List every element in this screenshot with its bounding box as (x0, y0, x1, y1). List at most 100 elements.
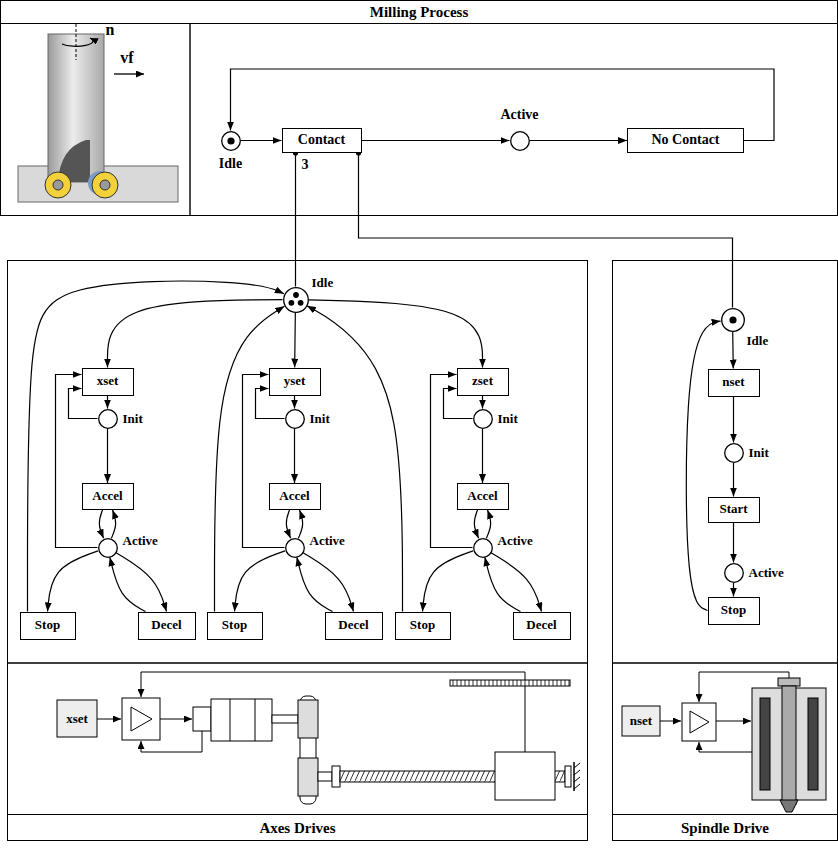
place-outline (473, 538, 493, 558)
arc-connector (297, 557, 333, 611)
place-label: Init (749, 445, 769, 461)
transition-label: Stop (721, 603, 746, 618)
arc-connector (48, 551, 99, 612)
drawing-part (613, 662, 837, 663)
place-circle-outline (724, 443, 743, 462)
place-circle-outline (721, 308, 744, 331)
drawing-part (565, 766, 571, 787)
place-label: Active (749, 565, 784, 581)
drawing-part (8, 662, 587, 663)
place-circle: Init (285, 409, 305, 429)
arc-connector (110, 557, 146, 611)
place-circle: Active (510, 131, 530, 151)
place-label: Idle (747, 333, 769, 349)
transition-label: xset (97, 374, 119, 389)
arc-connector (56, 375, 98, 548)
feed-symbol: vf (112, 48, 142, 68)
arc-connector (486, 510, 490, 538)
drawing-part (255, 699, 256, 741)
place-circle-outline (98, 538, 117, 557)
place-circle: Active (724, 563, 744, 583)
transition-label: nset (722, 375, 744, 390)
drawing-part (57, 700, 97, 737)
drawing-part (808, 698, 818, 790)
place-circle-outline (283, 287, 308, 312)
arc-connector (235, 551, 286, 612)
place-outline (510, 131, 530, 151)
transition-box: zset (457, 368, 509, 396)
drawing-part (332, 766, 340, 787)
drawing-part (114, 73, 144, 74)
panel-title: Axes Drives (8, 814, 587, 840)
drawing-part (574, 763, 580, 789)
transition-box: Stop (20, 612, 76, 640)
arc-connector (108, 300, 283, 368)
drawing-part (76, 24, 77, 60)
arc-connector (215, 306, 285, 611)
transition-label: Accel (467, 489, 497, 504)
drawing-part (97, 719, 121, 720)
drawing-part (525, 686, 526, 752)
spindle-drive-illustration (622, 672, 826, 812)
place-label: Active (123, 533, 158, 549)
panel-title: Spindle Drive (613, 814, 837, 840)
place-circle-outline (473, 409, 492, 428)
place-label: Active (500, 107, 538, 123)
panel-rules (8, 23, 837, 663)
transition-box: Start (708, 497, 760, 523)
place-circle-outline (98, 409, 117, 428)
place-circle-outline (285, 409, 304, 428)
arc-connector (474, 510, 478, 538)
drawing-part (690, 711, 709, 733)
place-circle: Idle (721, 308, 745, 332)
arc-connector (294, 396, 295, 409)
drawing-part (450, 680, 570, 686)
panel-title: Milling Process (1, 1, 837, 24)
arc-connector (485, 557, 521, 611)
drawing-part (193, 707, 211, 731)
transition-label: Decel (338, 618, 368, 633)
transition-box: Decel (325, 612, 383, 640)
transition-box: Stop (395, 612, 451, 640)
drawing-part (45, 172, 71, 198)
arc-connector (286, 510, 290, 538)
place-circle-outline (473, 538, 492, 557)
place-circle-outline (724, 563, 743, 582)
arc-connector (359, 153, 733, 308)
drawing-part (160, 719, 192, 720)
place-circle: Init (724, 443, 744, 463)
panel: Axes DrivesIdlexsetInitAccelActiveStopDe… (7, 260, 588, 841)
place-label: Init (498, 411, 518, 427)
place-label: Idle (219, 156, 242, 172)
place-outline (285, 409, 305, 429)
place-outline (724, 563, 744, 583)
arc-connector (530, 140, 628, 141)
drawing-part (760, 698, 770, 790)
transition-label: zset (472, 374, 493, 389)
arc-connector (733, 463, 734, 497)
axis-drive-illustration (57, 672, 580, 804)
place-outline (721, 308, 745, 332)
token (297, 299, 303, 305)
drawing-part (782, 686, 796, 804)
place-label: Init (310, 411, 330, 427)
drawing-part (682, 703, 716, 741)
place-circle: Init (473, 409, 493, 429)
transition-box: xset (82, 368, 134, 396)
transition-box: Stop (708, 597, 760, 625)
drawing-part (298, 758, 318, 796)
token (227, 137, 234, 144)
drawing-part (131, 707, 152, 731)
arc-connector (686, 321, 720, 610)
place-circle: Idle (221, 131, 241, 151)
drawing-part (660, 721, 681, 722)
arc-connector (298, 510, 302, 538)
drawing-part (573, 762, 575, 791)
arc-connector (294, 312, 296, 367)
transition-label: Start (719, 502, 747, 517)
drawing-part (189, 23, 190, 215)
drawing-part (62, 38, 93, 46)
drawing-part (780, 800, 798, 812)
arc-connector (431, 375, 473, 548)
